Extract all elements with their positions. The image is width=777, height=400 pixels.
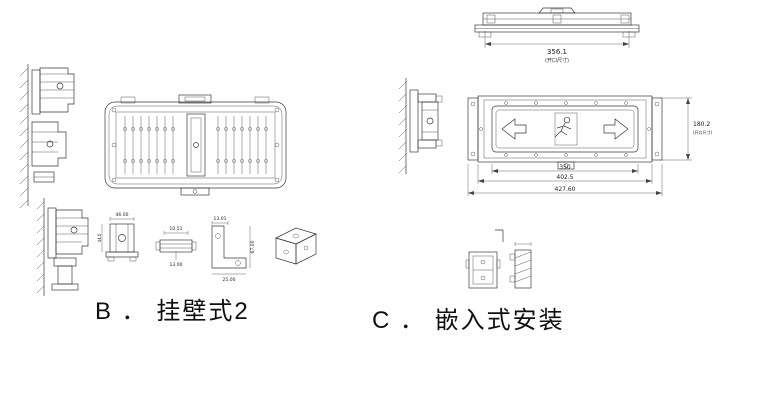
running-man-icon bbox=[554, 116, 572, 138]
dim-text: 13.00 bbox=[170, 262, 183, 268]
dim-text: 25.00 bbox=[223, 277, 236, 283]
section-c-label: C ． 嵌入式安装 bbox=[372, 307, 565, 334]
b-front-view bbox=[103, 92, 288, 197]
screws-and-tab bbox=[111, 107, 280, 196]
c-detail-parts bbox=[465, 228, 560, 296]
dim-text: 350 bbox=[559, 164, 571, 171]
dim-text: 356.1 bbox=[547, 48, 567, 56]
dim-text: 67.00 bbox=[250, 240, 256, 253]
grille-slats bbox=[123, 115, 268, 175]
detail-part-2: 10.51 13.00 bbox=[155, 226, 197, 268]
dim-text: 10.51 bbox=[170, 226, 183, 232]
opening-width-dimension: 356.1 (开口尺寸) bbox=[484, 31, 630, 64]
corner-mark bbox=[495, 229, 504, 242]
dim-text: 402.5 bbox=[556, 174, 573, 181]
dim-text: 46.00 bbox=[116, 212, 129, 218]
luminaire-side-profile bbox=[47, 207, 89, 291]
detail-part-3: 13.01 67.00 25.00 bbox=[211, 216, 256, 283]
mounting-flanges bbox=[467, 97, 663, 161]
right-arrow-icon bbox=[603, 118, 629, 140]
dim-text: 44.0 bbox=[97, 233, 102, 242]
b-detail-parts: 46.00 44.0 10.51 13.00 bbox=[97, 208, 328, 293]
c-side-view bbox=[392, 76, 452, 176]
c-top-view: 356.1 (开口尺寸) bbox=[465, 4, 650, 64]
b-side-view-bottom bbox=[30, 196, 100, 301]
wall-hatch bbox=[19, 64, 29, 209]
left-arrow-icon bbox=[501, 118, 527, 140]
recessed-profile bbox=[409, 89, 443, 153]
detail-part-1: 46.00 44.0 bbox=[97, 212, 139, 262]
top-view-body bbox=[474, 7, 640, 38]
exit-sign-housing bbox=[477, 95, 653, 170]
b-side-view-top bbox=[12, 60, 97, 210]
luminaire-side-profile bbox=[31, 67, 75, 183]
detail-part-1 bbox=[465, 251, 501, 289]
housing-outline bbox=[104, 94, 287, 189]
section-b-label: B ． 挂壁式2 bbox=[95, 298, 250, 325]
dim-text: 180.2 bbox=[693, 121, 710, 128]
c-front-assembly: 350 402.5 427.60 180.2 (开口尺寸) bbox=[460, 84, 713, 214]
exit-sign-graphics bbox=[501, 112, 629, 146]
doorway bbox=[554, 112, 578, 146]
dim-note: (开口尺寸) bbox=[693, 129, 713, 135]
detail-part-4-corner-bracket bbox=[275, 227, 317, 265]
dim-note: (开口尺寸) bbox=[545, 57, 569, 64]
dim-text: 427.60 bbox=[555, 186, 576, 193]
width-dimensions: 350 402.5 427.60 bbox=[467, 164, 663, 196]
wall-hatch bbox=[36, 198, 45, 296]
height-dimension: 180.2 (开口尺寸) bbox=[660, 97, 713, 161]
detail-part-2 bbox=[509, 242, 532, 289]
dim-text: 13.01 bbox=[214, 216, 227, 222]
center-divider bbox=[186, 113, 206, 177]
wall-hatch bbox=[398, 78, 407, 174]
